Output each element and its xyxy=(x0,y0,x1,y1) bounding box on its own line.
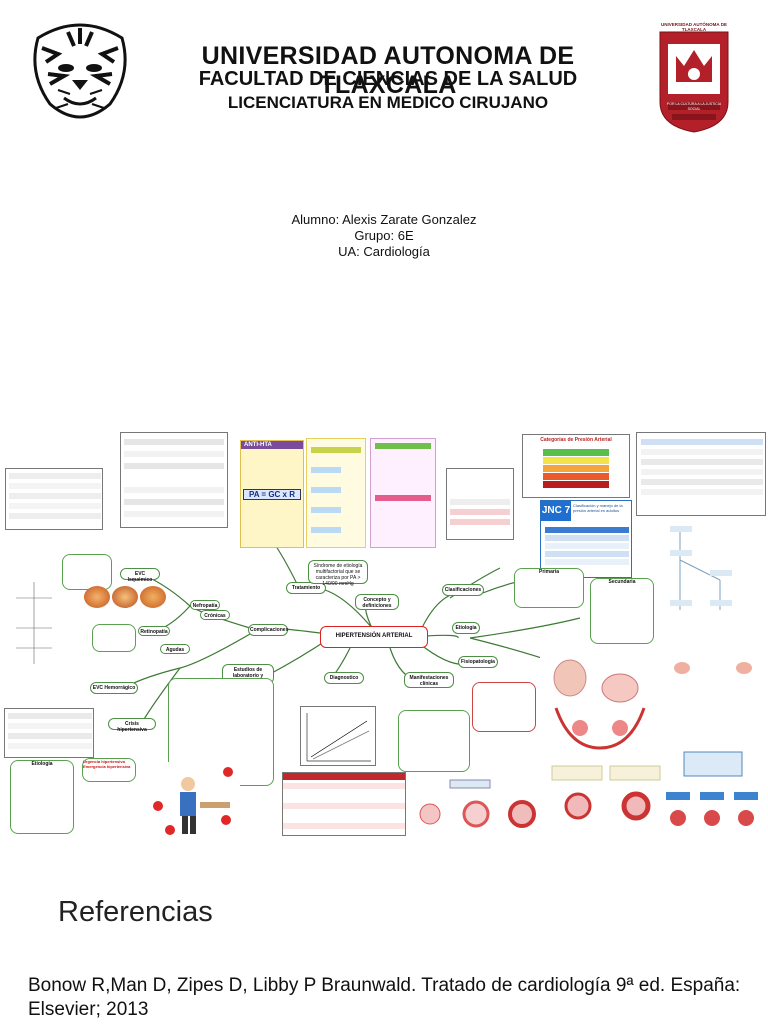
branch-concept: Concepto y definiciones xyxy=(355,594,399,610)
secondary-etiology-box: Secundaria xyxy=(590,578,654,644)
references-citation: Bonow R,Man D, Zipes D, Libby P Braunwal… xyxy=(28,975,741,1020)
anti-hta-title: ANTI-HTA xyxy=(241,441,303,449)
definition-box: Síndrome de etiología multifactorial que… xyxy=(308,560,368,587)
branch-acute: Agudas xyxy=(160,644,190,654)
bp-category-title: Categorías de Presión Arterial xyxy=(540,437,612,443)
branch-retinopathy: Retinopatía xyxy=(138,626,170,636)
emergency-text: Emergencia hipertensiva xyxy=(83,764,131,769)
vessel-wall-table xyxy=(4,708,94,758)
crest-bottom-text: POR LA CULTURA A LA JUSTICIA SOCIAL xyxy=(666,102,722,111)
jnc7-badge: JNC 7 xyxy=(541,501,571,521)
biology-title: Etiología xyxy=(31,761,53,767)
complications-list-box xyxy=(62,554,112,590)
right-reference-table xyxy=(636,432,766,516)
branch-diagnosis: Diagnostico xyxy=(324,672,364,684)
branch-evc-hemorrhagic: EVC Hemorrágico xyxy=(90,682,138,694)
branch-physiopathology: Fisiopatología xyxy=(458,656,498,668)
diagnosis-graph xyxy=(300,706,376,766)
urgency-text: Urgencia hipertensiva xyxy=(83,759,125,764)
classification-table xyxy=(446,468,514,540)
organ-effects-diagram xyxy=(664,648,764,834)
clinical-signs-box xyxy=(398,710,470,772)
jnc7-table: JNC 7 Clasificación y manejo de la presi… xyxy=(540,500,632,578)
table-hta-references xyxy=(5,468,103,530)
tiger-head-logo xyxy=(28,18,132,128)
branch-clinical: Manifestaciones clínicas xyxy=(404,672,454,688)
arterial-remodeling-diagram xyxy=(548,762,664,834)
jnc7-title: Clasificación y manejo de la presión art… xyxy=(573,503,623,513)
vessel-cross-sections xyxy=(410,778,550,834)
branch-treatment: Tratamiento xyxy=(286,582,326,594)
branch-chronic: Crónicas xyxy=(200,610,230,620)
formula-pa: PA = GC x R xyxy=(243,489,301,500)
bp-measurement-illustration xyxy=(140,762,240,838)
primary-etiology-title: Primaria xyxy=(538,569,559,575)
left-flow-diagram xyxy=(6,578,62,668)
central-node-hypertension: HIPERTENSIÓN ARTERIAL xyxy=(320,626,428,648)
urgency-box: Urgencia hipertensiva Emergencia hiperte… xyxy=(82,758,136,782)
branch-classification: Clasificaciones xyxy=(442,584,484,596)
student-group: Grupo: 6E xyxy=(354,228,414,243)
anti-hta-card: ANTI-HTA PA = GC x R xyxy=(240,440,304,548)
drug-mechanism-diagram xyxy=(306,438,366,548)
faculty-title: FACULTAD DE CIENCIAS DE LA SALUD xyxy=(198,68,578,90)
branch-nephropathy: Nefropatía xyxy=(190,600,220,610)
branch-evc-ischemic: EVC Isquémico xyxy=(120,568,160,583)
retinopathy-list-box xyxy=(92,624,136,652)
biology-box: Etiología xyxy=(10,760,74,834)
branch-complications: Complicaciones xyxy=(248,624,288,636)
secondary-etiology-title: Secundaria xyxy=(608,579,636,585)
university-crest: UNIVERSIDAD AUTÓNOMA DE TLAXCALA POR LA … xyxy=(658,22,730,134)
retina-image-2 xyxy=(112,586,138,608)
branch-etiology: Etiología xyxy=(452,622,480,634)
student-name: Alumno: Alexis Zarate Gonzalez xyxy=(291,212,477,227)
concept-map-poster: ANTI-HTA PA = GC x R Categorías de Presi… xyxy=(0,428,768,838)
bp-category-chart: Categorías de Presión Arterial xyxy=(522,434,630,498)
raas-flow-diagram xyxy=(640,520,764,620)
table-medications xyxy=(120,432,228,528)
student-course: UA: Cardiología xyxy=(338,244,430,259)
retina-image-3 xyxy=(140,586,166,608)
retina-image-1 xyxy=(84,586,110,608)
student-info: Alumno: Alexis Zarate Gonzalez Grupo: 6E… xyxy=(200,212,568,260)
program-title: LICENCIATURA EN MEDICO CIRUJANO xyxy=(227,93,549,112)
crest-top-text: UNIVERSIDAD AUTÓNOMA DE TLAXCALA xyxy=(661,22,727,32)
adverse-effects-card xyxy=(370,438,436,548)
references-title: Referencias xyxy=(58,896,213,928)
university-title: UNIVERSIDAD AUTONOMA DE TLAXCALA xyxy=(201,42,575,99)
clinical-symptoms-box xyxy=(472,682,536,732)
physiopathology-illustration xyxy=(540,648,660,758)
branch-hypertensive-crisis: Crisis hipertensiva xyxy=(108,718,156,733)
primary-etiology-box: Primaria xyxy=(514,568,584,608)
diagnostic-criteria-table xyxy=(282,772,406,836)
